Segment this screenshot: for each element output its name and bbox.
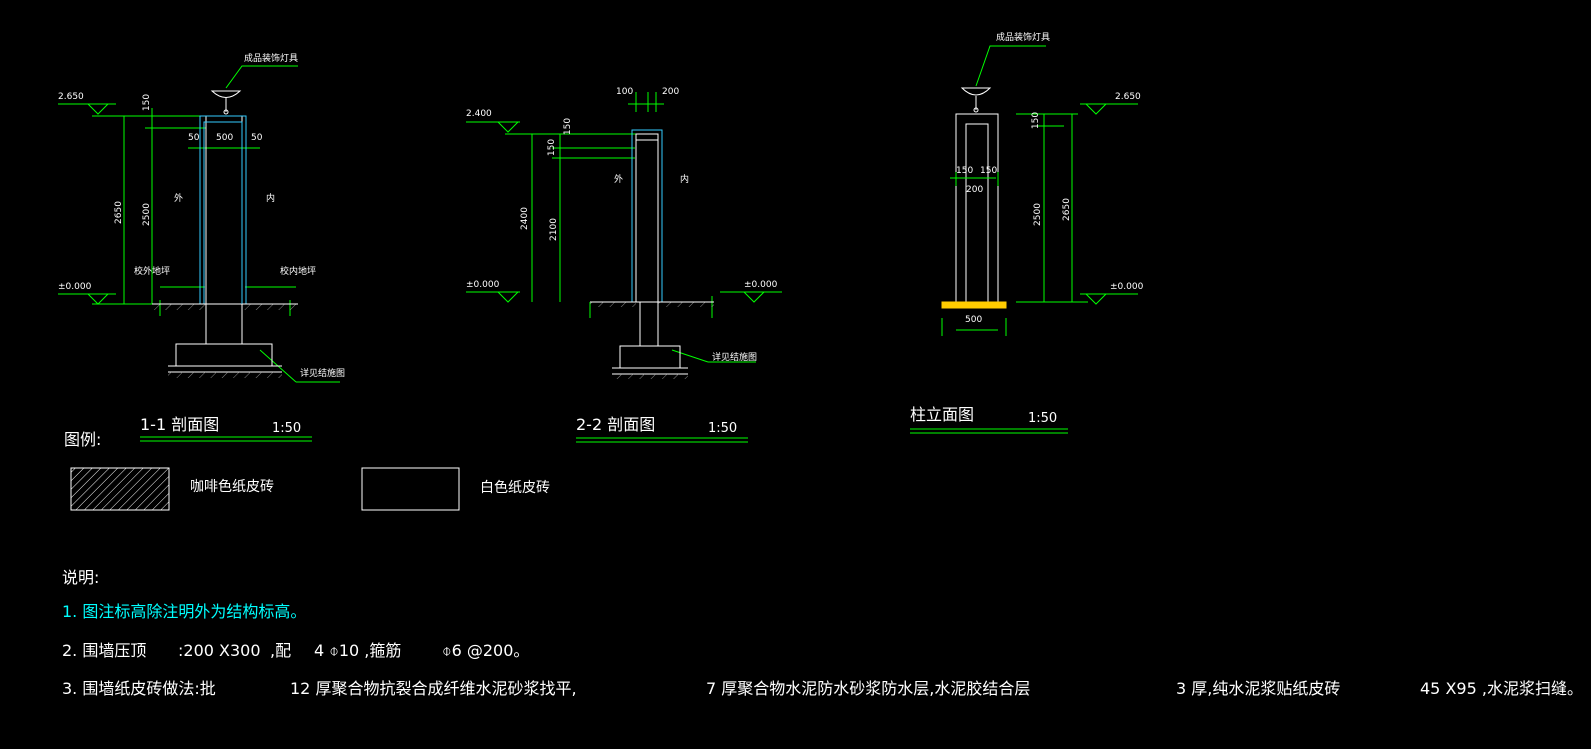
dim-2650-s3: 2650 xyxy=(1061,198,1072,221)
legend-hatch-swatch xyxy=(70,467,170,511)
label-in-s1: 校内地坪 xyxy=(280,267,317,277)
scale-s2: 1:50 xyxy=(708,421,738,436)
dim-2500-s1: 2500 xyxy=(141,203,152,226)
lamp-icon-s3 xyxy=(960,87,992,113)
side-in-s2: 内 xyxy=(680,175,690,185)
legend-item2: 白色纸皮砖 xyxy=(480,480,550,496)
elevation-marker-top xyxy=(58,103,206,117)
title-underline-s1 xyxy=(140,436,312,442)
dim-200-s2: 200 xyxy=(662,87,680,97)
side-out-s2: 外 xyxy=(614,175,624,185)
note-3e: 45 X95 ,水泥浆扫缝。 xyxy=(1420,679,1583,698)
note-1: 1. 图注标高除注明外为结构标高。 xyxy=(62,602,307,621)
dim-50a-s1: 50 xyxy=(188,133,200,143)
label-out-s1: 校外地坪 xyxy=(134,267,171,277)
lamp-label-s3: 成品装饰灯具 xyxy=(996,33,1051,43)
legend-blank-swatch xyxy=(361,467,460,511)
legend-item1: 咖啡色纸皮砖 xyxy=(190,479,274,495)
dim-2650-s1: 2650 xyxy=(113,201,124,224)
note-2b: :200 X300 xyxy=(178,641,261,660)
dim-2400-s2: 2400 xyxy=(519,207,530,230)
dim-2100-s2: 2100 xyxy=(548,218,559,241)
section-2-2 xyxy=(466,92,782,443)
title-underline-s2 xyxy=(576,437,748,443)
elev-ground-r-s2: ±0.000 xyxy=(744,280,778,290)
lamp-leader-s3 xyxy=(975,45,1046,87)
scale-s3: 1:50 xyxy=(1028,411,1058,426)
note-2e: ⌽6 @200。 xyxy=(442,641,530,660)
dim-150a-s2: 150 xyxy=(563,117,574,136)
title-underline-s3 xyxy=(910,428,1068,434)
elev-top-s3: 2.650 xyxy=(1115,92,1141,102)
elev-ground-s1: ±0.000 xyxy=(58,282,92,292)
elev-top-s2: 2.400 xyxy=(466,109,492,119)
elev-top-s1: 2.650 xyxy=(58,92,84,102)
note-3c: 7 厚聚合物水泥防水砂浆防水层,水泥胶结合层 xyxy=(706,679,1031,698)
side-in-s1: 内 xyxy=(266,194,276,204)
title-s2: 2-2 剖面图 xyxy=(576,415,656,434)
dim-100-s2: 100 xyxy=(616,87,634,97)
note-3d: 3 厚,纯水泥浆贴纸皮砖 xyxy=(1176,679,1341,698)
dim-500-s1: 500 xyxy=(216,133,234,143)
title-s1: 1-1 剖面图 xyxy=(140,415,220,434)
column-outline xyxy=(955,113,999,303)
note-2a: 2. 围墙压顶 xyxy=(62,641,147,660)
title-s3: 柱立面图 xyxy=(910,405,975,424)
label-struct-s2: 详见结施图 xyxy=(712,353,758,363)
dim-150-s3: 150 xyxy=(1031,111,1042,130)
note-2d: 4 ⌽10 ,箍筋 xyxy=(314,641,402,660)
dim-lines-s2 xyxy=(531,92,756,363)
dim-2500-s3: 2500 xyxy=(1032,203,1043,226)
section-1-1 xyxy=(58,65,340,442)
dim-lines-s1 xyxy=(123,108,340,383)
dim-500-s3: 500 xyxy=(965,315,983,325)
elevation-marker-top-s2 xyxy=(466,121,636,135)
wall-section-s2 xyxy=(612,133,688,375)
note-3a: 3. 围墙纸皮砖做法:批 xyxy=(62,679,216,698)
lamp-label-s1: 成品装饰灯具 xyxy=(244,54,299,64)
side-out-s1: 外 xyxy=(174,194,184,204)
column-base-pad xyxy=(941,301,1007,309)
dim-150a-s3: 150 xyxy=(956,166,974,176)
lamp-leader-s1 xyxy=(225,65,298,89)
notes-title: 说明: xyxy=(62,568,100,587)
scale-s1: 1:50 xyxy=(272,421,302,436)
dim-lines-s3 xyxy=(941,103,1138,336)
elevation-marker-ground-s2 xyxy=(466,291,782,303)
column-elevation xyxy=(910,45,1138,434)
legend-title: 图例: xyxy=(64,430,102,449)
wall-section-s1 xyxy=(168,115,282,373)
dim-150b-s3: 150 xyxy=(980,166,998,176)
wall-facing-s2 xyxy=(631,129,663,302)
elev-ground-s3: ±0.000 xyxy=(1110,282,1144,292)
note-2c: ,配 xyxy=(270,641,292,660)
dim-150-s1: 150 xyxy=(142,93,153,112)
elev-ground-l-s2: ±0.000 xyxy=(466,280,500,290)
dim-150b-s2: 150 xyxy=(547,138,558,157)
wall-facing-s1 xyxy=(199,115,247,304)
note-3b: 12 厚聚合物抗裂合成纤维水泥砂浆找平, xyxy=(290,679,577,698)
dim-200-s3: 200 xyxy=(966,185,984,195)
dim-50b-s1: 50 xyxy=(251,133,263,143)
label-struct-s1: 详见结施图 xyxy=(300,369,346,379)
lamp-icon xyxy=(210,90,242,115)
